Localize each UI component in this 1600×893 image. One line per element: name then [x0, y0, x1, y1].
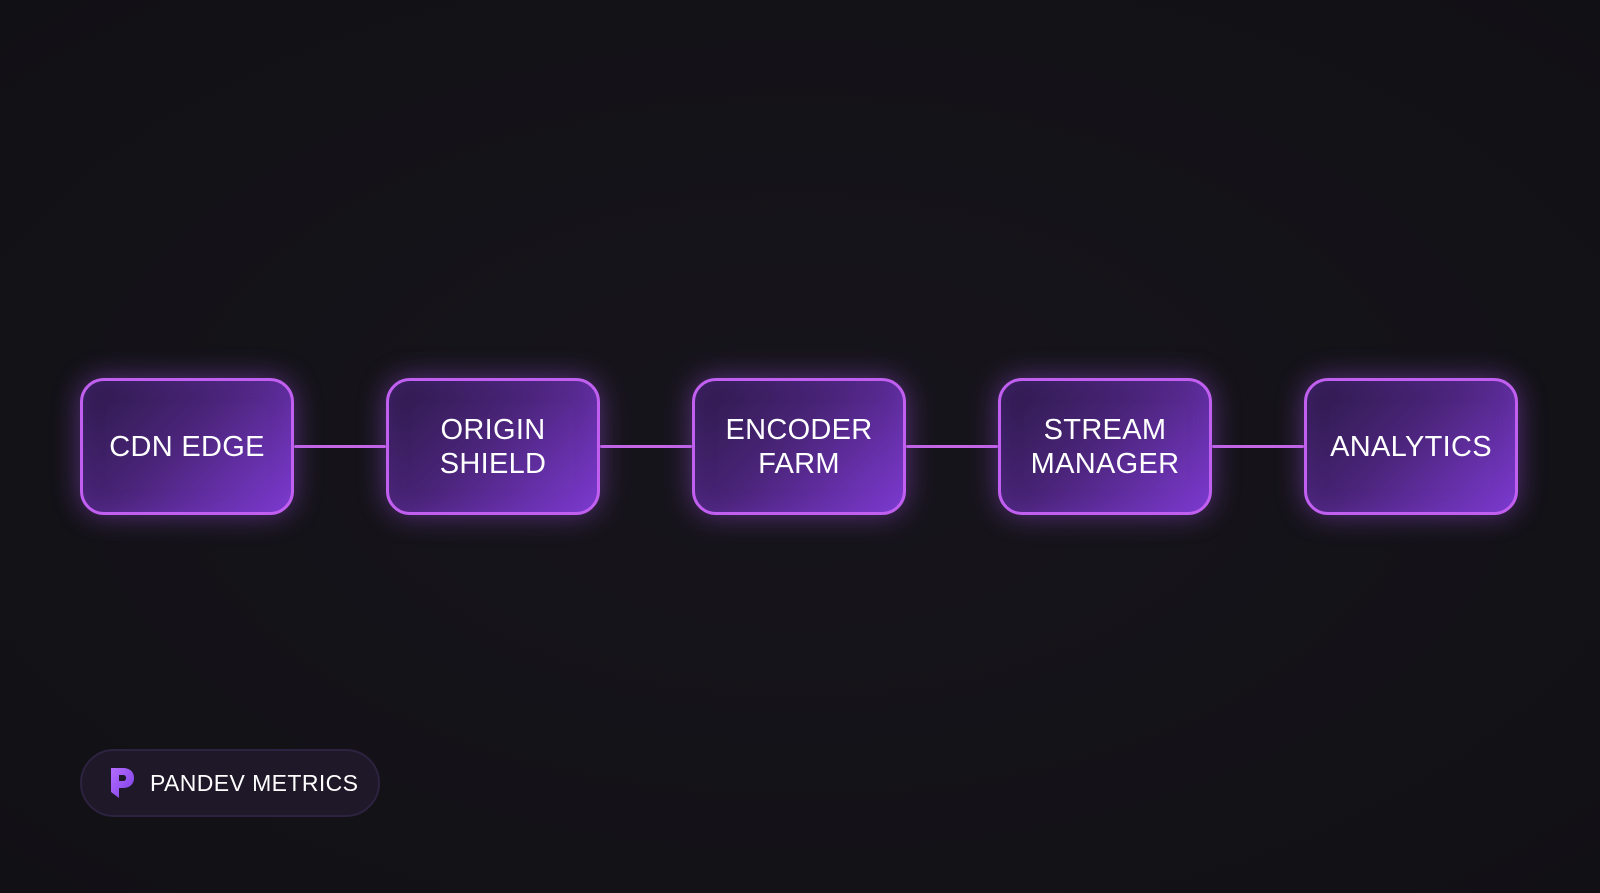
connector-encoder-stream [906, 445, 998, 448]
node-label: STREAM MANAGER [1030, 413, 1180, 480]
connector-stream-analytics [1212, 445, 1304, 448]
connector-origin-encoder [600, 445, 692, 448]
brand-badge: PANDEV METRICS [80, 749, 380, 817]
node-stream-manager[interactable]: STREAM MANAGER [998, 378, 1212, 515]
brand-name: PANDEV METRICS [150, 769, 359, 796]
node-cdn-edge[interactable]: CDN EDGE [80, 378, 294, 515]
connector-cdn-origin [294, 445, 386, 448]
node-label: ORIGIN SHIELD [439, 413, 547, 480]
node-label: CDN EDGE [109, 430, 265, 463]
node-label: ENCODER FARM [725, 413, 873, 480]
node-label: ANALYTICS [1330, 430, 1492, 463]
node-encoder-farm[interactable]: ENCODER FARM [692, 378, 906, 515]
pandev-logo-icon [111, 768, 134, 798]
node-origin-shield[interactable]: ORIGIN SHIELD [386, 378, 600, 515]
node-analytics[interactable]: ANALYTICS [1304, 378, 1518, 515]
